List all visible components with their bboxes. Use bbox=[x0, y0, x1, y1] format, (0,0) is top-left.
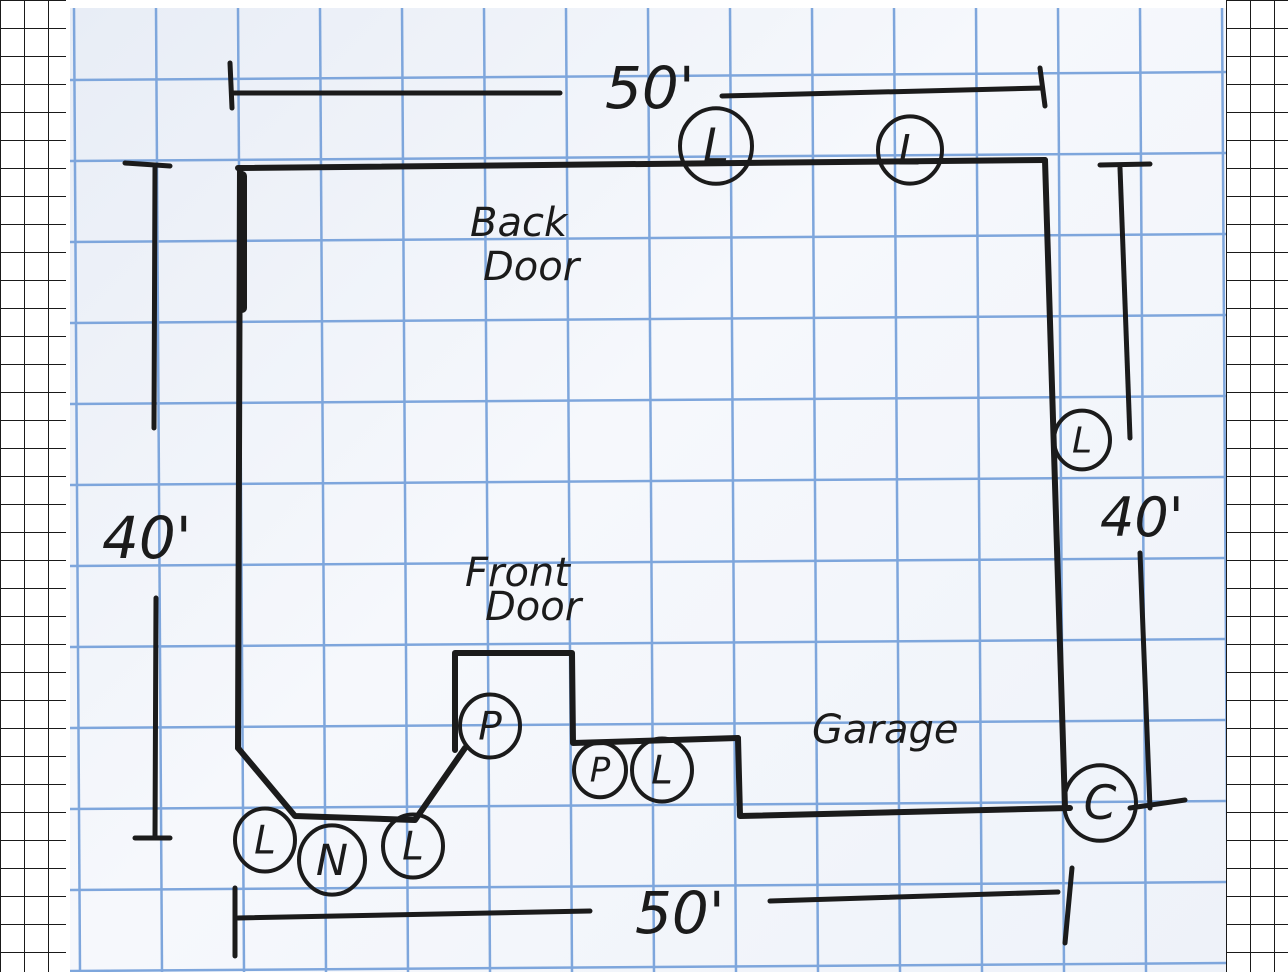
marker-letter: L bbox=[651, 749, 673, 794]
marker-letter: L bbox=[402, 825, 424, 870]
grid-line-horizontal bbox=[70, 556, 1226, 568]
front-door-label-line1: Front bbox=[465, 550, 571, 596]
marker-top-2: L bbox=[876, 114, 944, 186]
front-door-label-line2: Door bbox=[485, 584, 584, 630]
back-door-label-line1: Back bbox=[470, 200, 569, 246]
grid-line-horizontal bbox=[70, 70, 1226, 82]
grid-line-horizontal bbox=[70, 718, 1226, 730]
grid-line-vertical bbox=[974, 8, 984, 972]
dimension-lines bbox=[122, 60, 1188, 959]
grid-line-vertical bbox=[72, 8, 82, 972]
grid-line-vertical bbox=[1056, 8, 1066, 972]
house-outline bbox=[235, 157, 1073, 823]
marker-circle bbox=[1062, 763, 1138, 843]
dimension-right: 40' bbox=[1100, 486, 1184, 549]
marker-circle bbox=[381, 812, 445, 880]
grid-line-horizontal bbox=[70, 961, 1226, 972]
grid-line-horizontal bbox=[70, 313, 1226, 325]
grid-line-vertical bbox=[810, 8, 820, 972]
marker-letter: L bbox=[703, 119, 729, 174]
floor-plan-photo: 50' 40' 40' 50' Back Door Front Door Gar… bbox=[70, 8, 1226, 972]
marker-circle bbox=[233, 806, 297, 874]
graph-paper-grid bbox=[70, 8, 1226, 972]
left-border-grid bbox=[0, 0, 66, 972]
grid-line-vertical bbox=[646, 8, 656, 972]
dimension-bottom: 50' bbox=[635, 879, 725, 947]
grid-line-vertical bbox=[564, 8, 574, 972]
marker-letter: P bbox=[590, 751, 611, 791]
marker-letter: P bbox=[478, 705, 502, 750]
marker-garage-1: P bbox=[572, 740, 628, 800]
marker-circle bbox=[876, 114, 944, 186]
grid-line-vertical bbox=[1220, 8, 1226, 852]
dimension-top: 50' bbox=[605, 54, 695, 122]
marker-circle bbox=[297, 823, 367, 897]
grid-line-vertical bbox=[482, 8, 492, 972]
marker-letter: N bbox=[316, 836, 348, 886]
marker-letter: C bbox=[1084, 776, 1117, 831]
marker-circle bbox=[630, 736, 694, 804]
marker-bottom-left-2: N bbox=[297, 823, 367, 897]
grid-line-horizontal bbox=[70, 232, 1226, 244]
right-border-grid bbox=[1226, 0, 1288, 972]
floor-plan-sketch: 50' 40' 40' 50' Back Door Front Door Gar… bbox=[70, 8, 1226, 972]
grid-line-horizontal bbox=[70, 394, 1226, 406]
marker-bottom-left-3: L bbox=[381, 812, 445, 880]
marker-letter: L bbox=[254, 819, 276, 864]
back-door-label-line2: Door bbox=[483, 244, 582, 290]
grid-line-vertical bbox=[728, 8, 738, 972]
marker-bottom-left-1: L bbox=[233, 806, 297, 874]
marker-entry: P bbox=[458, 692, 522, 760]
marker-top-1: L bbox=[678, 106, 754, 186]
marker-letter: L bbox=[898, 125, 921, 174]
grid-line-vertical bbox=[1138, 8, 1148, 972]
grid-line-horizontal bbox=[70, 880, 1226, 892]
marker-circle bbox=[458, 692, 522, 760]
grid-line-horizontal bbox=[70, 475, 1226, 487]
marker-corner: C bbox=[1062, 763, 1138, 843]
marker-garage-2: L bbox=[630, 736, 694, 804]
grid-line-horizontal bbox=[70, 151, 1226, 163]
dimension-left: 40' bbox=[102, 504, 192, 572]
marker-letter: L bbox=[1072, 421, 1092, 462]
grid-line-horizontal bbox=[70, 637, 1226, 649]
marker-circle bbox=[678, 106, 754, 186]
marker-right-side: L bbox=[1052, 408, 1112, 472]
marker-circle bbox=[1052, 408, 1112, 472]
marker-circle bbox=[572, 740, 628, 800]
garage-label: Garage bbox=[812, 707, 958, 753]
